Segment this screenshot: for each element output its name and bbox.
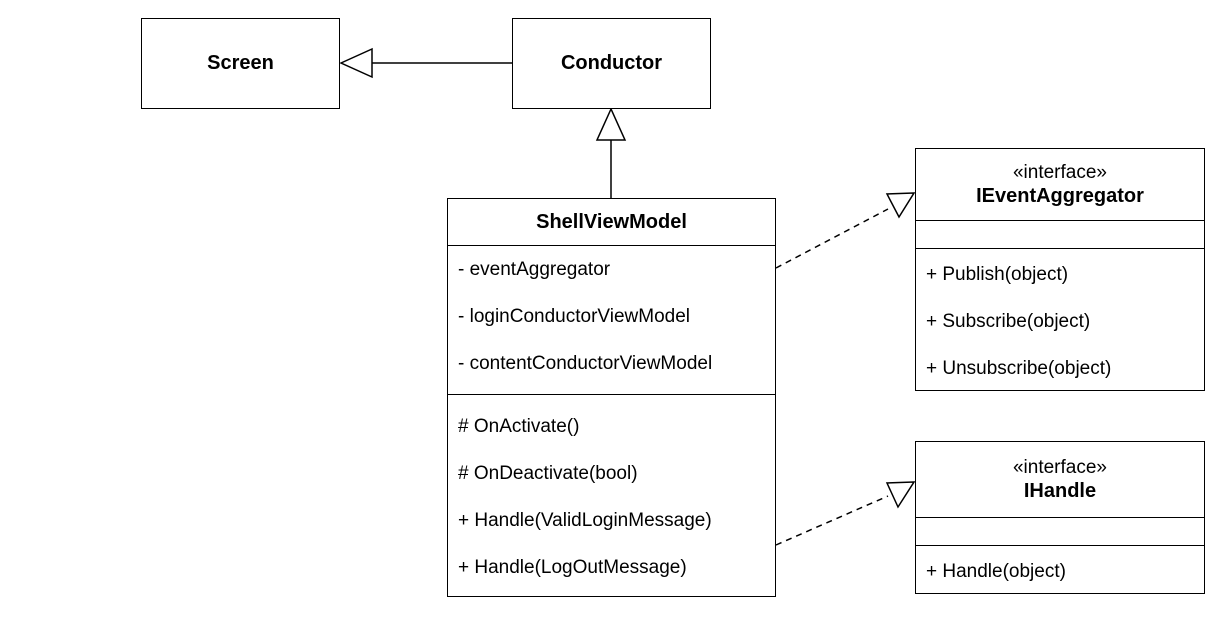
interface-ihandle-attributes [916,518,1204,546]
class-conductor: Conductor [512,18,711,109]
interface-stereotype: «interface» [1012,456,1107,478]
generalization-conductor-to-screen [339,47,512,79]
attribute-item: - contentConductorViewModel [458,353,713,374]
class-screen: Screen [141,18,340,109]
class-shellviewmodel: ShellViewModel - eventAggregator - login… [447,198,776,597]
method-item: + Handle(object) [926,561,1066,582]
method-item: + Unsubscribe(object) [926,358,1112,379]
method-item: + Handle(ValidLoginMessage) [458,510,712,531]
realization-shellviewmodel-to-ieventaggregator [775,192,916,269]
class-shellviewmodel-attributes: - eventAggregator - loginConductorViewMo… [448,246,775,395]
interface-ieventaggregator-methods: + Publish(object) + Subscribe(object) + … [916,249,1204,392]
method-item: # OnDeactivate(bool) [458,463,638,484]
class-shellviewmodel-header: ShellViewModel [448,199,775,246]
class-shellviewmodel-methods: # OnActivate() # OnDeactivate(bool) + Ha… [448,395,775,591]
interface-ieventaggregator: «interface» IEventAggregator + Publish(o… [915,148,1205,391]
class-shellviewmodel-name: ShellViewModel [536,211,687,233]
interface-stereotype: «interface» [1012,161,1107,183]
interface-ihandle: «interface» IHandle + Handle(object) [915,441,1205,594]
attribute-item: - eventAggregator [458,259,611,280]
interface-ihandle-methods: + Handle(object) [916,546,1204,595]
attribute-item: - loginConductorViewModel [458,306,690,327]
method-item: + Publish(object) [926,264,1069,285]
method-item: + Handle(LogOutMessage) [458,557,687,578]
interface-ihandle-header: «interface» IHandle [916,442,1204,518]
method-item: # OnActivate() [458,416,580,437]
class-conductor-name: Conductor [560,52,663,74]
method-item: + Subscribe(object) [926,311,1091,332]
interface-ieventaggregator-name: IEventAggregator [976,184,1144,207]
interface-ieventaggregator-header: «interface» IEventAggregator [916,149,1204,221]
interface-ihandle-name: IHandle [1023,479,1097,502]
class-screen-name: Screen [207,52,274,74]
realization-shellviewmodel-to-ihandle [775,481,916,546]
interface-ieventaggregator-attributes [916,221,1204,249]
generalization-shellviewmodel-to-conductor [595,107,627,198]
